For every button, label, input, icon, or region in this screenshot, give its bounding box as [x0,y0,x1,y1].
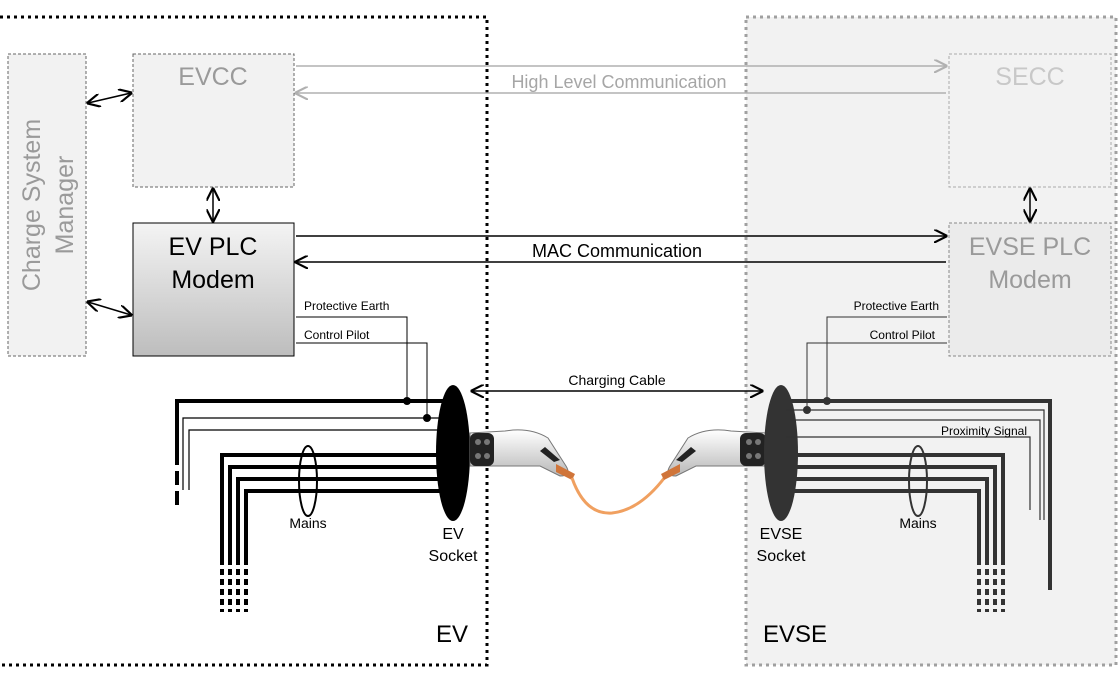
control-pilot-label-left: Control Pilot [304,328,370,342]
control-pilot-line-right [806,342,947,410]
evse-zone-label: EVSE [763,621,827,648]
ev-plc-modem-label-2: Modem [171,266,254,294]
hlc-label: High Level Communication [511,72,726,92]
mac-label: MAC Communication [532,241,702,261]
evse-plc-modem-label: EVSE PLC [969,233,1091,261]
evse-socket-label-2: Socket [757,548,806,565]
ev-plc-modem-box [132,222,295,357]
mains-label-left: Mains [289,515,326,531]
evse-plug [661,429,767,480]
ev-zone-label: EV [436,621,468,648]
evse-socket [764,385,798,521]
proximity-signal-label: Proximity Signal [941,424,1027,438]
secc-box [948,53,1112,188]
evse-wiring [786,399,1052,612]
charge-system-manager-label: Charge System [18,119,46,291]
control-pilot-line-left [296,342,428,418]
protective-earth-line-left [296,316,408,401]
control-pilot-label-right: Control Pilot [870,328,936,342]
charging-cable-label: Charging Cable [568,372,665,388]
ev-plug [469,429,575,480]
ev-wiring [175,399,448,612]
mains-label-right: Mains [899,515,936,531]
charge-system-manager-box [7,53,87,357]
evse-plc-modem-box [948,222,1112,357]
evse-plc-modem-label-2: Modem [988,266,1071,294]
protective-earth-label-right: Protective Earth [854,299,939,313]
protective-earth-label-left: Protective Earth [304,299,389,313]
ev-socket-label: EV [442,526,464,543]
protective-earth-line-right [826,316,947,401]
csm-evcc-arrow [88,93,131,103]
ev-socket [436,385,470,521]
evse-socket-label: EVSE [760,526,803,543]
ev-socket-label-2: Socket [429,548,478,565]
evcc-box [132,53,295,188]
evcc-label: EVCC [178,63,247,91]
charge-system-manager-label-2: Manager [51,156,79,255]
ev-plc-modem-label: EV PLC [169,233,258,261]
secc-label: SECC [995,63,1064,91]
csm-modem-arrow [88,302,131,315]
charging-cable [570,476,667,515]
